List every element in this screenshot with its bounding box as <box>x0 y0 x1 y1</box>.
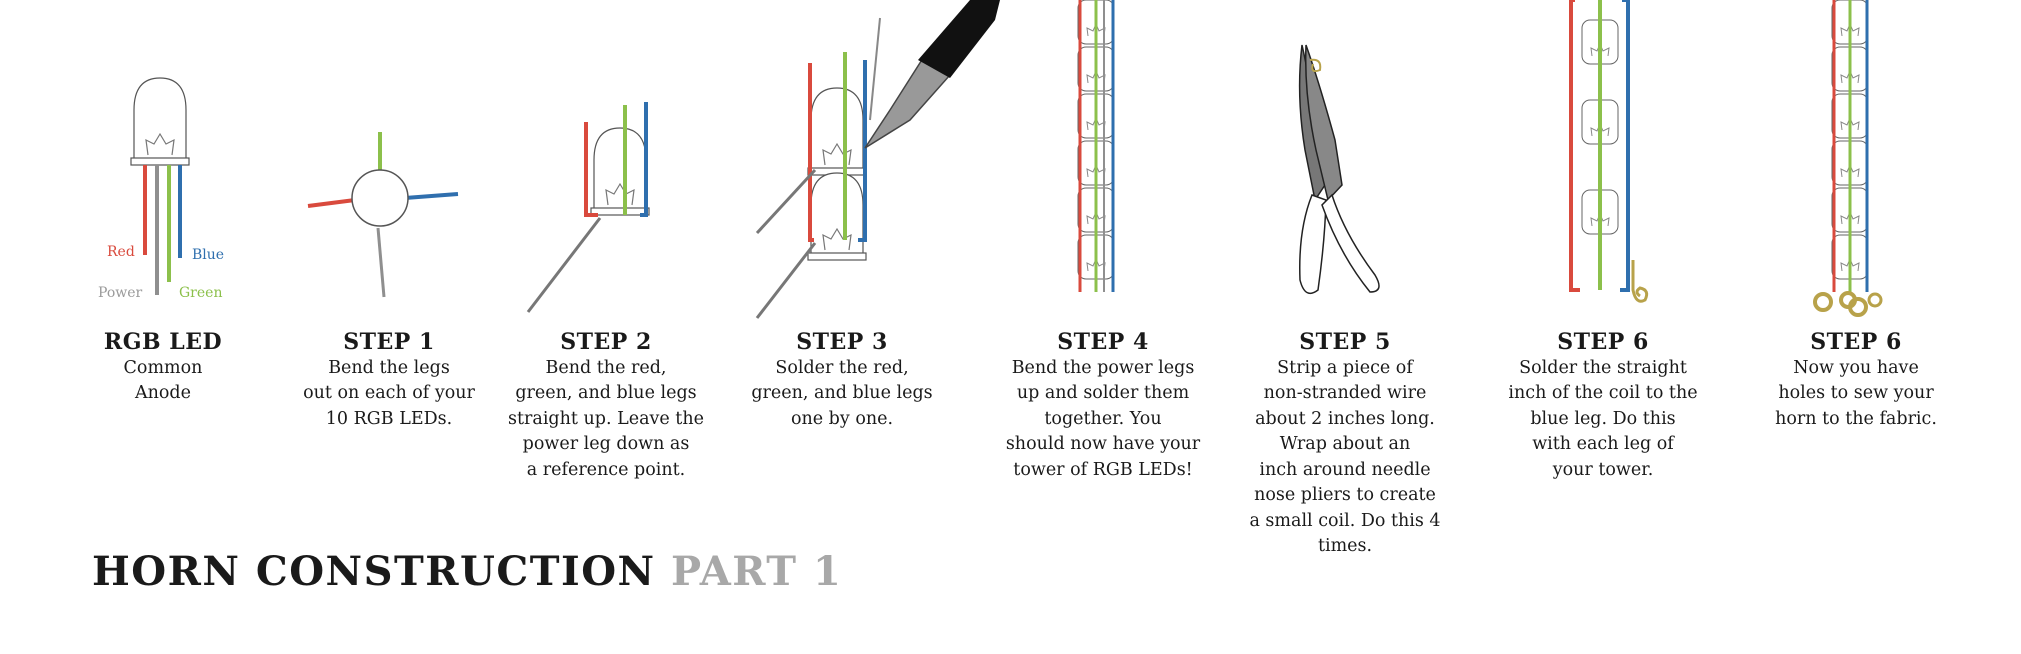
caption-step-1: STEP 1 Bend the legs out on each of your… <box>289 329 489 432</box>
step-text: Strip a piece of non-stranded wire about… <box>1249 357 1441 557</box>
step-title: STEP 6 <box>1810 329 1902 355</box>
step-text: Bend the power legs up and solder them t… <box>1005 357 1201 480</box>
step-title: STEP 2 <box>560 329 652 355</box>
caption-step-5: STEP 5 Strip a piece of non-stranded wir… <box>1245 329 1445 560</box>
step-text: Solder the red, green, and blue legs one… <box>751 357 933 429</box>
step-title: STEP 4 <box>1057 329 1149 355</box>
rgb-led-illustration <box>130 77 190 295</box>
label-blue: Blue <box>192 247 224 263</box>
step-text: Bend the red, green, and blue legs strai… <box>508 357 704 480</box>
caption-step-6: STEP 6 Solder the straight inch of the c… <box>1503 329 1703 483</box>
step3-illustration <box>755 0 1000 319</box>
step-text: Solder the straight inch of the coil to … <box>1508 357 1698 480</box>
step-title: RGB LED <box>103 329 223 355</box>
page-title: HORN CONSTRUCTION PART 1 <box>92 548 842 595</box>
step-title: STEP 6 <box>1557 329 1649 355</box>
step2-illustration <box>526 102 650 313</box>
step6-illustration <box>1569 0 1649 303</box>
caption-step-3: STEP 3 Solder the red, green, and blue l… <box>742 329 942 432</box>
step-text: Now you have holes to sew your horn to t… <box>1775 357 1937 429</box>
label-green: Green <box>179 285 222 301</box>
step5-illustration <box>1298 44 1380 295</box>
page-title-part: PART 1 <box>671 548 843 595</box>
step-text: Bend the legs out on each of your 10 RGB… <box>303 357 475 429</box>
step-title: STEP 5 <box>1299 329 1391 355</box>
label-power: Power <box>98 285 143 301</box>
caption-step-4: STEP 4 Bend the power legs up and solder… <box>1003 329 1203 483</box>
step-text: Common Anode <box>123 357 203 404</box>
page-title-main: HORN CONSTRUCTION <box>92 548 656 595</box>
caption-rgb-led: RGB LED Common Anode <box>63 329 263 407</box>
step1-illustration <box>307 132 459 298</box>
label-red: Red <box>107 244 135 260</box>
step6-final-illustration <box>1813 0 1883 317</box>
caption-step-6-final: STEP 6 Now you have holes to sew your ho… <box>1756 329 1956 432</box>
step4-illustration <box>1077 0 1115 292</box>
step-title: STEP 3 <box>796 329 888 355</box>
step-title: STEP 1 <box>343 329 435 355</box>
caption-step-2: STEP 2 Bend the red, green, and blue leg… <box>506 329 706 483</box>
